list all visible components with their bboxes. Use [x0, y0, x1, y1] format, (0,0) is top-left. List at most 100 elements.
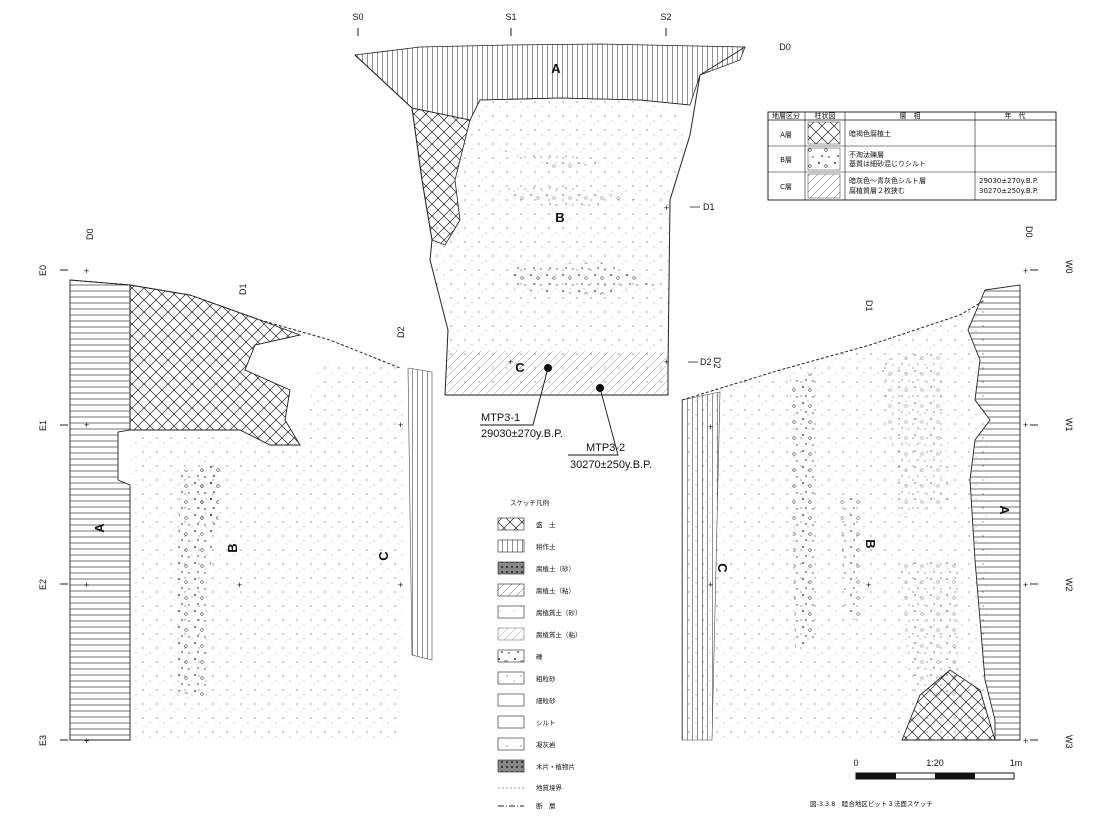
tick-w0: W0	[1064, 260, 1074, 274]
legend-item-label: 耕作土	[536, 542, 556, 551]
left-side-ticks: E0 E1 E2 E3	[38, 265, 68, 746]
column-glyph-b	[807, 147, 841, 171]
center-gravel-lens-3	[500, 150, 620, 170]
tick-e1: E1	[38, 420, 48, 431]
center-gravel-lens-2	[480, 186, 640, 210]
table-row-b-unit: B層	[780, 156, 792, 164]
grid-cross: +	[1023, 580, 1028, 590]
table-header-facies: 層 相	[900, 111, 921, 120]
depth-d0-center: D0	[779, 42, 791, 52]
center-layer-c-label: C	[515, 360, 525, 375]
legend-item-label: 木片・植物片	[536, 762, 575, 771]
table-row-c-facies-2: 腐植質層２枚狭む	[849, 186, 905, 195]
legend-swatch	[497, 671, 525, 685]
grid-cross: +	[1023, 266, 1028, 276]
table-row-b-facies-1: 不淘汰礫層	[849, 150, 884, 159]
grid-cross: +	[84, 420, 89, 430]
right-depth-d2: D2	[712, 357, 722, 369]
column-glyph-a	[807, 121, 841, 145]
left-depth-d2: D2	[396, 326, 406, 338]
table-row-c-facies-1: 暗灰色～青灰色シルト層	[849, 176, 926, 185]
legend-item-label: 盛 土	[536, 520, 556, 529]
center-outline	[354, 46, 746, 396]
grid-cross: +	[84, 266, 89, 276]
legend-swatch	[497, 715, 525, 729]
sample-age-mtp3-2: 30270±250y.B.P.	[570, 459, 652, 471]
center-layer-b-area	[430, 98, 690, 395]
table-row-b-facies-2: 基質は細砂混じりシルト	[849, 159, 926, 168]
left-layer-c-label: C	[376, 551, 391, 561]
right-layer-b-label: B	[863, 539, 878, 548]
legend-swatch	[497, 737, 525, 751]
legend-item-label: 腐植質土（砂）	[536, 608, 582, 617]
grid-cross: +	[1023, 420, 1028, 430]
legend-swatch	[497, 583, 525, 597]
legend-item-label: 腐植質土（粘）	[536, 630, 582, 639]
grid-cross: +	[1023, 736, 1028, 746]
left-layer-c-area	[407, 367, 433, 661]
grid-cross: +	[237, 580, 242, 590]
tick-s0: S0	[352, 12, 363, 22]
center-section: S0 S1 S2 D0 D1 D2 + + + A B C MTP3-1 290…	[352, 12, 790, 471]
depth-d2-center: D2	[700, 357, 712, 367]
sample-id-mtp3-2: MTP3-2	[586, 442, 625, 454]
legend-item-label: シルト	[536, 719, 556, 727]
right-layer-a-area	[967, 284, 1021, 741]
sketch-legend: スケッチ凡例 盛 土 耕作土 腐植土（砂） 腐植土（粘） 腐植質土（砂） 腐植質…	[497, 498, 582, 810]
left-depth-d1: D1	[238, 283, 248, 295]
legend-item-label: 地質境界	[536, 783, 563, 792]
grid-cross: +	[866, 580, 871, 590]
legend-item-label: 粗粒砂	[536, 674, 556, 683]
tick-w2: W2	[1064, 578, 1074, 592]
right-depth-d0: D0	[1024, 226, 1034, 238]
column-glyph-c	[807, 173, 841, 199]
legend-title: スケッチ凡例	[510, 498, 549, 507]
right-fill-crosshatch	[901, 669, 996, 741]
legend-swatch	[497, 605, 525, 619]
left-depth-d0: D0	[85, 228, 95, 240]
table-row-a-unit: A層	[780, 131, 792, 139]
center-gravel-lens	[510, 262, 660, 295]
grid-cross: +	[84, 580, 89, 590]
table-header-age: 年 代	[1005, 111, 1026, 120]
sample-id-mtp3-1: MTP3-1	[481, 412, 520, 424]
depth-d1-center: D1	[703, 202, 715, 212]
grid-cross: +	[508, 357, 513, 367]
grid-cross: +	[398, 580, 403, 590]
strat-table: 地層区分 柱状図 層 相 年 代 A層 暗褐色腐植土 B層 不淘汰礫層 基質は細…	[767, 111, 1057, 201]
scale-end: 1m	[1010, 758, 1023, 768]
grid-cross: +	[84, 736, 89, 746]
legend-swatch	[497, 627, 525, 641]
legend-item-label: 腐植土（粘）	[536, 586, 575, 595]
table-row-c-unit: C層	[780, 183, 792, 191]
scale-bar: 0 1:20 1m	[853, 758, 1023, 780]
tick-e3: E3	[38, 735, 48, 746]
table-row-c-age-1: 29030±270y.B.P.	[979, 177, 1038, 185]
grid-cross: +	[708, 580, 713, 590]
legend-item-label: 礫	[536, 652, 543, 661]
grid-cross: +	[398, 420, 403, 430]
left-layer-a-label: A	[92, 523, 107, 533]
center-layer-a-label: A	[551, 61, 561, 76]
legend-swatch	[497, 517, 525, 531]
legend-item-label: 断 層	[536, 801, 556, 810]
right-gravel-lens	[790, 372, 815, 650]
right-layer-c-label: C	[715, 563, 730, 573]
tick-s1: S1	[505, 12, 516, 22]
grid-cross: +	[664, 203, 669, 213]
center-layer-c-area	[445, 350, 668, 395]
scale-ratio: 1:20	[926, 758, 944, 768]
legend-item-label: 細粒砂	[536, 696, 556, 705]
legend-item-label: 凝灰岩	[536, 740, 556, 749]
grid-cross: +	[664, 357, 669, 367]
legend-swatch	[497, 759, 525, 773]
tick-e2: E2	[38, 579, 48, 590]
legend-swatch	[497, 539, 525, 553]
table-row-a-facies: 暗褐色腐植土	[849, 129, 891, 138]
table-header-column: 柱状図	[815, 111, 836, 120]
scale-start: 0	[853, 758, 858, 768]
center-top-ticks: S0 S1 S2	[352, 12, 672, 36]
left-fill-crosshatch	[129, 284, 302, 446]
